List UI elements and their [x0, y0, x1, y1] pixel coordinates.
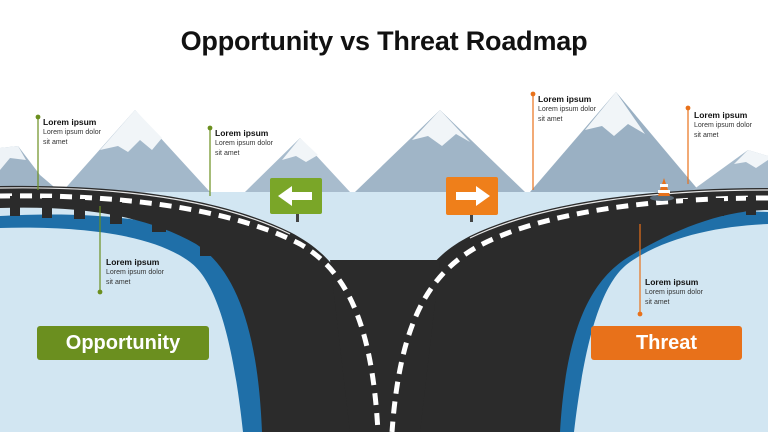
left-water-edge — [0, 214, 270, 432]
note-threat-3: Lorem ipsum Lorem ipsum dolor sit amet — [645, 277, 707, 308]
opportunity-label: Opportunity — [37, 326, 209, 360]
note-body: Lorem ipsum dolor sit amet — [694, 122, 752, 139]
note-heading: Lorem ipsum — [215, 128, 269, 138]
note-threat-1: Lorem ipsum Lorem ipsum dolor sit amet — [538, 94, 600, 125]
page-title: Opportunity vs Threat Roadmap — [180, 26, 588, 56]
note-threat-2: Lorem ipsum Lorem ipsum dolor sit amet — [694, 110, 756, 141]
note-opportunity-1: Lorem ipsum Lorem ipsum dolor sit amet — [43, 117, 105, 148]
note-body: Lorem ipsum dolor sit amet — [43, 129, 101, 146]
left-arrow-sign — [270, 178, 322, 222]
note-heading: Lorem ipsum — [538, 94, 592, 104]
mountain-range — [0, 92, 768, 192]
threat-label: Threat — [591, 326, 742, 360]
bridge-pillars — [10, 196, 756, 256]
note-heading: Lorem ipsum — [43, 117, 97, 127]
note-opportunity-2: Lorem ipsum Lorem ipsum dolor sit amet — [215, 128, 277, 159]
note-heading: Lorem ipsum — [645, 277, 699, 287]
note-body: Lorem ipsum dolor sit amet — [106, 269, 164, 286]
right-arrow-sign — [446, 177, 498, 222]
callout-lines — [37, 94, 689, 314]
note-opportunity-3: Lorem ipsum Lorem ipsum dolor sit amet — [106, 257, 168, 288]
note-heading: Lorem ipsum — [694, 110, 748, 120]
road-network — [0, 185, 768, 432]
note-heading: Lorem ipsum — [106, 257, 160, 267]
note-body: Lorem ipsum dolor sit amet — [645, 289, 703, 306]
note-body: Lorem ipsum dolor sit amet — [215, 140, 273, 157]
callout-dots — [35, 91, 691, 317]
note-body: Lorem ipsum dolor sit amet — [538, 106, 596, 123]
traffic-cone-icon — [650, 178, 674, 201]
